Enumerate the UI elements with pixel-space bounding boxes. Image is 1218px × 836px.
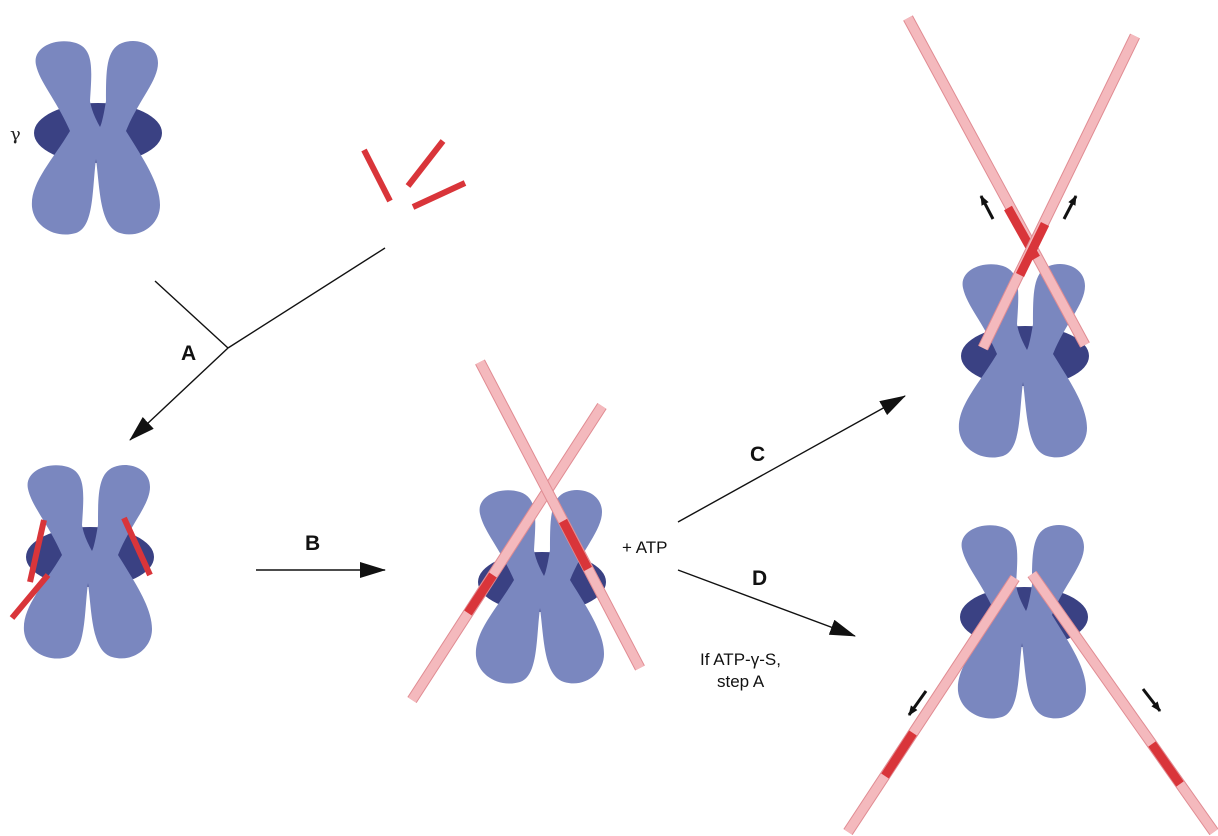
step-a-label: A — [181, 342, 196, 365]
step-a-lines — [129, 247, 386, 441]
step-c-arrow — [677, 395, 906, 523]
if-note-line1: If ATP-γ-S, — [700, 650, 781, 669]
step-d-label: D — [752, 567, 767, 590]
enzyme-dna-crossed — [407, 359, 645, 703]
enzyme-free — [31, 41, 162, 235]
plus-atp-label: + ATP — [622, 538, 668, 557]
step-b-label: B — [305, 532, 320, 555]
step-d-arrow — [677, 569, 856, 637]
if-note-line2: step A — [717, 672, 765, 691]
enzyme-dna-released-down — [843, 525, 1218, 836]
dna-fragments — [361, 139, 467, 210]
step-c-label: C — [750, 443, 765, 466]
gamma-label: γ — [10, 124, 21, 145]
enzyme-dna-released-up — [903, 15, 1140, 458]
enzyme-bound — [9, 465, 154, 659]
